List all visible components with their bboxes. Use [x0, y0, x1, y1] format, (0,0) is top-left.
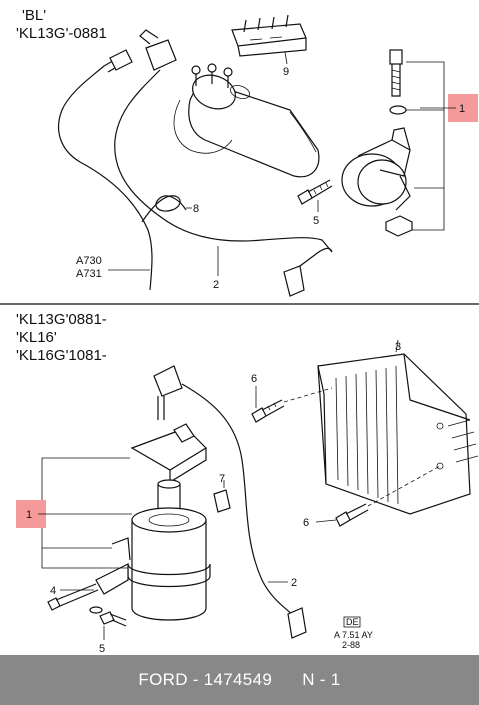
ignition-coil-top[interactable] [188, 63, 320, 178]
clip-part-7[interactable] [213, 489, 231, 513]
callout-bottom-6b: 6 [303, 517, 309, 529]
screw-part-5-bottom[interactable] [99, 611, 127, 627]
side-label-a730: A730 [76, 255, 102, 267]
parts-diagram: 'BL' 'KL13G'-0881 9 [0, 7, 479, 655]
callout-top-1: 1 [459, 103, 465, 115]
stamp-line-2: 2-88 [342, 640, 360, 650]
callout-bottom-3: 3 [395, 341, 401, 353]
callout-top-5: 5 [313, 215, 319, 227]
callout-bottom-6a: 6 [251, 373, 257, 385]
spring-washer[interactable] [389, 105, 407, 115]
footer-text: FORD - 1474549 N - 1 [138, 670, 341, 689]
ignition-coil-bottom[interactable] [127, 479, 211, 621]
screw-part-6-lower[interactable] [335, 503, 369, 527]
stamp-code: DE [346, 617, 359, 627]
callout-top-2: 2 [213, 279, 219, 291]
variant-line-bottom-2: 'KL16' [16, 329, 57, 346]
callout-bottom-2: 2 [291, 577, 297, 589]
callout-bottom-5: 5 [99, 643, 105, 655]
callout-bottom-1: 1 [26, 509, 32, 521]
stamp-line-1: A 7.51 AY [334, 630, 373, 640]
stamp-box [343, 616, 361, 628]
wire-clip-part-8[interactable] [141, 195, 187, 223]
coil-clamp-bracket[interactable] [341, 127, 411, 211]
callout-top-8: 8 [193, 203, 199, 215]
coil-connector-cap[interactable] [130, 423, 207, 484]
screw-part-5-top[interactable] [297, 179, 333, 205]
variant-line-bottom-1: 'KL13G'0881- [16, 311, 107, 328]
connector-clip-part-9[interactable] [231, 14, 307, 57]
mounting-bolt-top[interactable] [389, 49, 403, 97]
nut-top[interactable] [385, 215, 413, 237]
coil-bracket-bottom[interactable] [95, 563, 129, 595]
screw-part-6-upper[interactable] [251, 399, 285, 423]
variant-line-top-2: 'KL13G'-0881 [16, 25, 107, 42]
washer-bottom[interactable] [89, 606, 103, 614]
variant-line-top-1: 'BL' [22, 7, 46, 24]
variant-line-bottom-3: 'KL16G'1081- [16, 347, 107, 364]
part-number-footer: FORD - 1474549 N - 1 [0, 655, 479, 705]
side-label-a731: A731 [76, 268, 102, 280]
callout-top-9: 9 [283, 66, 289, 78]
ignition-module-part-3[interactable] [317, 353, 479, 515]
callout-bottom-7: 7 [219, 473, 225, 485]
callout-bottom-4: 4 [50, 585, 56, 597]
bolt-part-4[interactable] [47, 583, 99, 611]
